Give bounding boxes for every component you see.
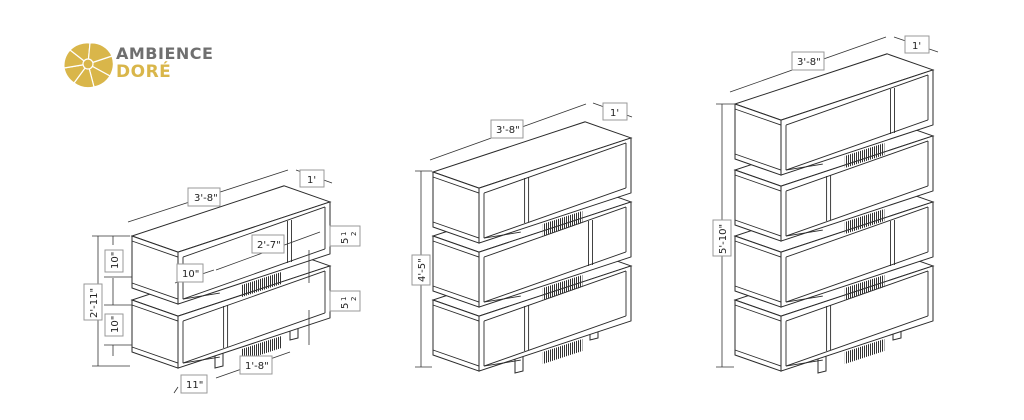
- dim-label-gap-top-u1: 5 1 2: [329, 225, 361, 247]
- shelf-edge: [182, 292, 220, 300]
- dim-label-width-u3: 3'-8": [791, 51, 825, 71]
- shelf-edge: [483, 295, 521, 303]
- dim-label-width-u1: 3'-8": [187, 187, 221, 207]
- svg-text:5: 5: [340, 238, 351, 244]
- shelf-front-face: [780, 69, 934, 176]
- shelf-edge: [432, 285, 480, 303]
- leg-hatch-pattern: [542, 338, 583, 365]
- shelf-edge: [432, 221, 480, 239]
- svg-text:10": 10": [182, 269, 199, 280]
- svg-text:11": 11": [186, 380, 203, 391]
- shelf-edge: [785, 206, 929, 258]
- leg-hatch-pattern: [241, 335, 282, 362]
- leg-hatch-pattern: [241, 271, 282, 298]
- shelf-edge: [785, 119, 929, 171]
- shelf-edge: [432, 304, 480, 322]
- svg-text:1': 1': [912, 41, 921, 52]
- dim-label-height-u2: 4'-5": [411, 254, 431, 286]
- shelf-edge: [734, 153, 782, 171]
- shelf-edge: [734, 174, 782, 192]
- dim-label-inner-width-u1: 2'-7": [251, 234, 285, 254]
- svg-text:1': 1': [307, 175, 316, 186]
- dim-label-depth-u3: 1': [904, 35, 930, 54]
- svg-text:2'-11": 2'-11": [89, 288, 100, 318]
- svg-text:5: 5: [340, 303, 351, 309]
- shelf-edge: [131, 304, 179, 322]
- svg-text:4'-5": 4'-5": [417, 258, 428, 282]
- brand-logo: AMBIENCE DORÉ: [60, 40, 213, 89]
- shelf-edge: [432, 176, 480, 194]
- svg-text:1': 1': [610, 108, 619, 119]
- shelf-edge: [432, 240, 480, 258]
- nautilus-shell-icon: [63, 42, 114, 89]
- shelf-edge: [131, 346, 179, 364]
- shelf-edge: [734, 240, 782, 258]
- shelf-edge: [734, 349, 782, 367]
- shelf-edge: [483, 251, 627, 303]
- svg-text:2: 2: [350, 297, 358, 301]
- dim-label-height-u3: 5'-10": [712, 219, 732, 257]
- dim-label-depth-u1: 1': [299, 169, 325, 188]
- shelf-front-face: [478, 137, 632, 244]
- shelf-edge: [483, 315, 627, 367]
- shelf-edge: [483, 231, 521, 239]
- svg-text:10": 10": [110, 252, 121, 269]
- dim-label-leg-span-u1: 1'-8": [239, 355, 273, 375]
- svg-text:1'-8": 1'-8": [245, 361, 269, 372]
- dim-label-gap-bottom-u1: 5 1 2: [329, 290, 361, 312]
- shelf-edge: [483, 270, 627, 322]
- shelf-edge: [785, 185, 929, 237]
- svg-text:3'-8": 3'-8": [194, 193, 218, 204]
- leg-hatch-pattern: [542, 274, 583, 301]
- shelf-edge: [785, 229, 823, 237]
- svg-text:2: 2: [350, 232, 358, 236]
- svg-text:3'-8": 3'-8": [496, 125, 520, 136]
- shelf-edge: [734, 108, 782, 126]
- shelf-edge: [785, 359, 823, 367]
- dim-label-depth-u2: 1': [602, 102, 628, 121]
- leg-hatch-pattern: [542, 210, 583, 237]
- svg-text:5'-10": 5'-10": [718, 224, 729, 254]
- shelf-edge: [182, 312, 326, 364]
- shelf-edge: [785, 295, 823, 303]
- svg-text:1: 1: [340, 232, 348, 236]
- svg-text:3'-8": 3'-8": [797, 57, 821, 68]
- shelf-edge: [785, 315, 929, 367]
- shelf-edge: [182, 270, 326, 322]
- shelf-edge: [734, 285, 782, 303]
- dim-label-tier-bottom-u1: 10": [104, 313, 124, 337]
- shelf-edge: [182, 206, 326, 258]
- dim-label-width-u2: 3'-8": [490, 119, 524, 139]
- shelf-edge: [785, 163, 823, 171]
- svg-text:1: 1: [340, 297, 348, 301]
- shelf-edge: [432, 349, 480, 367]
- shelf-edge: [785, 270, 929, 322]
- dim-label-leg-offset-u1: 11": [180, 374, 208, 394]
- shelf-drawings: [130, 53, 935, 374]
- shelf-edge: [785, 251, 929, 303]
- brand-line2: DORÉ: [116, 62, 172, 82]
- leg-hatch-pattern: [844, 142, 885, 169]
- shelf-edge: [131, 282, 179, 300]
- shelf-edge: [483, 359, 521, 367]
- dim-label-end-compartment-u1: 10": [176, 263, 204, 283]
- shelf-edge: [734, 304, 782, 322]
- dim-label-tier-top-u1: 10": [104, 249, 124, 273]
- leg-hatch-pattern: [844, 338, 885, 365]
- shelf-edge: [785, 140, 929, 192]
- shelf-edge: [131, 240, 179, 258]
- leg-hatch-pattern: [844, 274, 885, 301]
- shelf-edge: [483, 142, 627, 194]
- dim-label-height-u1: 2'-11": [83, 283, 103, 321]
- svg-text:10": 10": [110, 316, 121, 333]
- shelf-edge: [785, 74, 929, 126]
- shelf-edge: [182, 356, 220, 364]
- shelf-edge: [483, 187, 627, 239]
- svg-text:2'-7": 2'-7": [257, 240, 281, 251]
- brand-line1: AMBIENCE: [116, 44, 214, 63]
- shelf-edge: [182, 248, 326, 300]
- shelf-edge: [734, 219, 782, 237]
- leg-hatch-pattern: [844, 208, 885, 235]
